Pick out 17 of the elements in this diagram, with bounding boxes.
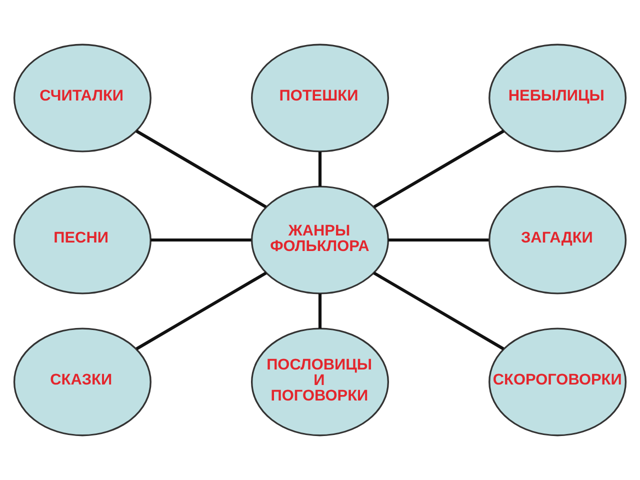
connector <box>136 272 267 350</box>
node-ellipse: СКАЗКИ <box>13 328 152 436</box>
connector <box>318 294 322 329</box>
node-ellipse: СКОРОГОВОРКИ <box>488 328 627 436</box>
node-ellipse: ЖАНРЫ ФОЛЬКЛОРА <box>250 186 390 294</box>
connector <box>373 130 504 208</box>
connector <box>373 272 504 350</box>
connector <box>150 238 252 242</box>
connector <box>136 130 267 208</box>
node-ellipse: ПОТЕШКИ <box>250 44 390 152</box>
node-ellipse: НЕБЫЛИЦЫ <box>488 44 627 152</box>
connector <box>318 152 322 187</box>
node-ellipse: ПЕСНИ <box>13 186 152 294</box>
connector <box>388 238 489 242</box>
node-ellipse: ЗАГАДКИ <box>488 186 627 294</box>
node-ellipse: СЧИТАЛКИ <box>13 44 152 152</box>
node-ellipse: ПОСЛОВИЦЫ И ПОГОВОРКИ <box>250 328 390 436</box>
